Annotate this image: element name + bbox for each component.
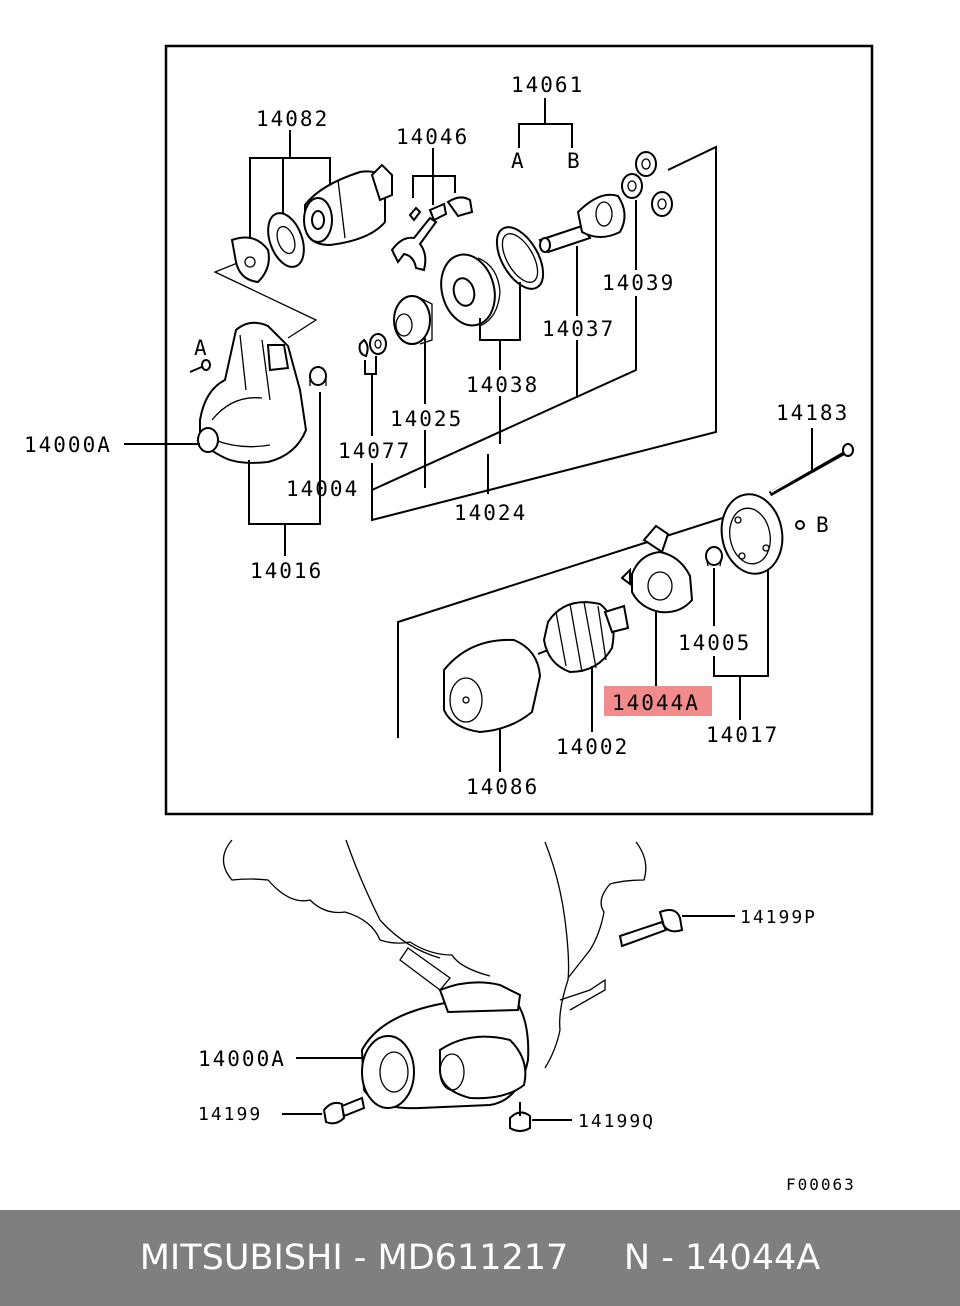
rear-bracket (720, 493, 784, 575)
diagram-frame (164, 44, 874, 816)
upper-group-outline (371, 145, 717, 522)
label-14061-b: B (567, 149, 582, 173)
lower-group-outline (397, 505, 761, 738)
label-14199p: 14199P (740, 907, 817, 928)
label-14025: 14025 (390, 407, 463, 431)
label-14039: 14039 (602, 271, 675, 295)
lever-spring (428, 202, 448, 222)
label-14016: 14016 (250, 559, 323, 583)
snap-ring (358, 338, 369, 358)
bolt-14199 (322, 1096, 366, 1125)
solenoid-gasket (267, 212, 305, 268)
starter-exploded-diagram: 14061 A B 14082 14046 14039 14037 14038 … (24, 44, 874, 1194)
yoke (443, 638, 542, 734)
through-bolt (768, 443, 854, 497)
label-14002: 14002 (556, 735, 629, 759)
highlight-14044a (604, 686, 712, 716)
part-number-caption: MITSUBISHI - MD611217 N - 14044A (139, 1238, 821, 1278)
label-14046: 14046 (396, 125, 469, 149)
armature (537, 601, 630, 674)
solenoid-link-line (213, 261, 318, 339)
label-14038: 14038 (466, 373, 539, 397)
leader-14061-ab (518, 123, 573, 148)
label-14037: 14037 (542, 317, 615, 341)
bearing (705, 546, 723, 567)
internal-gear (440, 253, 501, 327)
leader-14082-fork (249, 157, 331, 240)
bolt-14199p (618, 909, 684, 948)
overrunning-clutch (393, 295, 433, 345)
solenoid-plate (230, 236, 270, 284)
leader-14077 (364, 356, 377, 375)
screw-b (795, 520, 805, 530)
label-14000a-top: 14000A (24, 433, 112, 457)
label-14024: 14024 (454, 501, 527, 525)
label-14004: 14004 (286, 477, 359, 501)
label-screw-b: B (816, 513, 831, 537)
leader-14017-fork (713, 570, 769, 677)
part-footer-bar: MITSUBISHI - MD611217 N - 14044A (0, 1210, 960, 1306)
solenoid-switch (303, 163, 393, 247)
planetary-gear-2 (635, 151, 657, 177)
stop-ring (369, 333, 387, 355)
screw-a (189, 359, 211, 373)
leader-14024-lines (371, 296, 637, 491)
label-14005: 14005 (678, 631, 751, 655)
label-14017: 14017 (706, 723, 779, 747)
label-14086: 14086 (466, 775, 539, 799)
bushing (309, 366, 327, 386)
packing-ring (495, 226, 545, 290)
shift-lever (390, 206, 438, 272)
pinion-shaft (538, 193, 626, 254)
label-14000a-bottom: 14000A (198, 1047, 286, 1071)
front-bracket (197, 321, 308, 464)
planetary-gear-3 (651, 191, 673, 217)
label-14044a: 14044A (612, 691, 700, 715)
installed-starter (360, 981, 530, 1110)
label-14199: 14199 (198, 1104, 262, 1125)
label-14061-a: A (511, 149, 526, 173)
brush-holder (620, 524, 694, 614)
lever-holder (446, 196, 474, 218)
label-14183: 14183 (776, 401, 849, 425)
label-screw-a: A (194, 336, 209, 360)
figure-code: F00063 (786, 1175, 856, 1194)
label-14077: 14077 (338, 439, 411, 463)
label-14061: 14061 (511, 73, 584, 97)
planetary-gear-1 (621, 173, 643, 199)
bolt-14199q (509, 1102, 531, 1132)
label-14082: 14082 (256, 107, 329, 131)
label-14199q: 14199Q (578, 1111, 655, 1132)
